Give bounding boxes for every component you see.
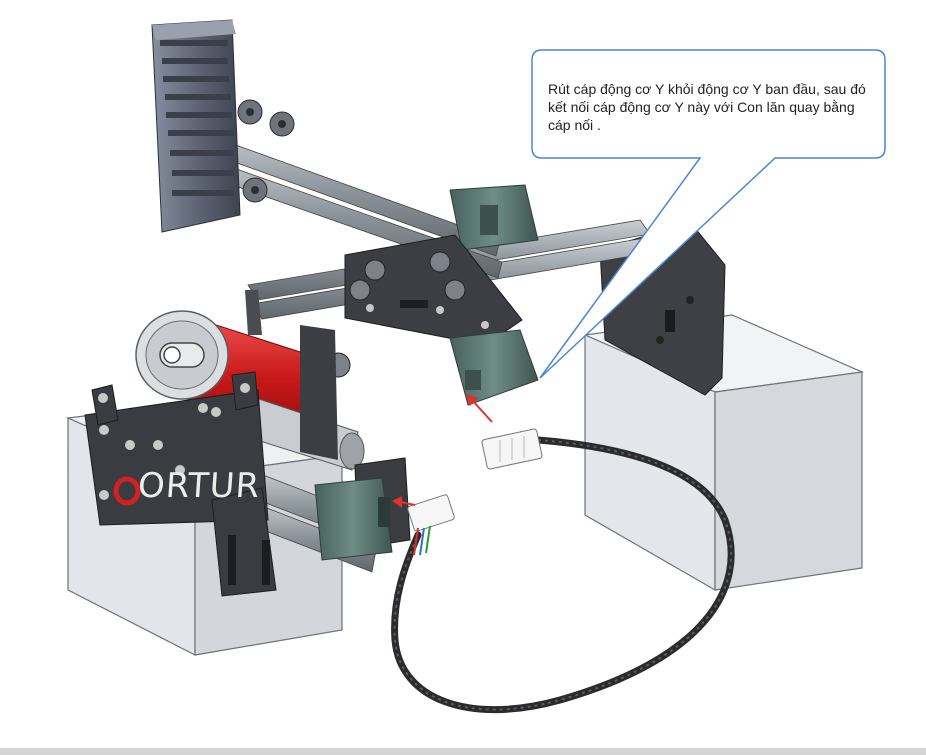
center-carriage-plate [344, 234, 523, 346]
callout-box [531, 49, 886, 379]
y-motor-cable [391, 428, 735, 714]
roller-front-frame [84, 371, 269, 526]
roller-back-plate [300, 325, 338, 460]
roller-side-frame [211, 457, 411, 597]
laser-module [151, 19, 295, 233]
ortur-logo-text: ORTUR [136, 466, 262, 506]
y-axis-motor [449, 329, 539, 406]
x-axis-motor [449, 184, 539, 251]
callout-text: Rút cáp động cơ Y khỏi động cơ Y ban đầu… [548, 81, 866, 133]
bottom-divider [0, 748, 926, 755]
connection-arrows [392, 394, 493, 508]
